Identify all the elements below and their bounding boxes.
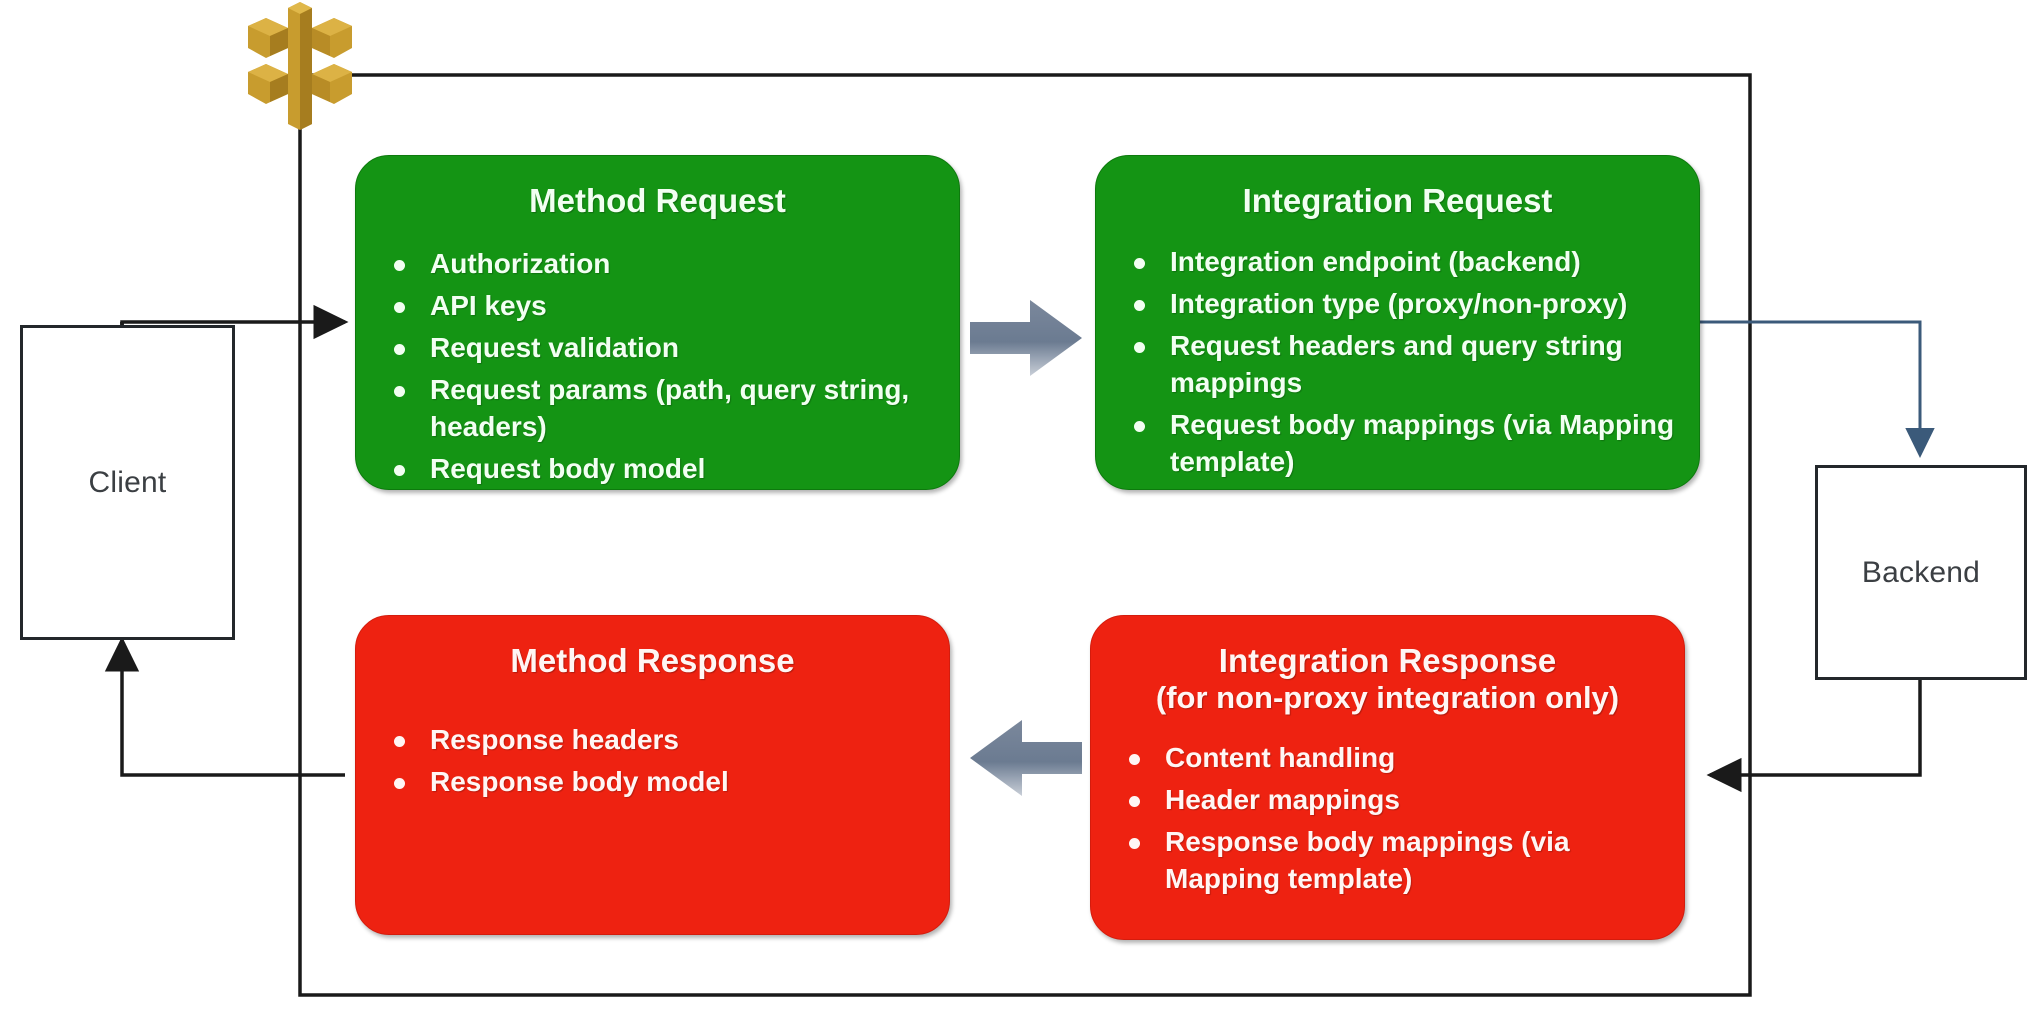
backend-to-integration-response-path	[1706, 680, 1922, 793]
backend-label: Backend	[1861, 555, 1981, 589]
method-response-to-client-path	[104, 636, 345, 777]
gray-block-arrow-right	[970, 300, 1082, 376]
integration-response-subtitle: (for non-proxy integration only)	[1155, 680, 1620, 716]
method-response-card[interactable]: Method Response Response headers Respons…	[355, 615, 950, 935]
integration-request-title: Integration Request	[1242, 182, 1553, 219]
list-item: Request params (path, query string, head…	[378, 372, 937, 446]
client-box[interactable]: Client	[20, 325, 235, 640]
method-response-list: Response headers Response body model	[378, 722, 927, 801]
list-item: Content handling	[1113, 740, 1662, 777]
integration-request-list: Integration endpoint (backend) Integrati…	[1118, 244, 1677, 481]
integration-response-title: Integration Response	[1218, 642, 1557, 679]
method-request-title: Method Request	[529, 182, 786, 219]
integration-response-card[interactable]: Integration Response (for non-proxy inte…	[1090, 615, 1685, 940]
list-item: Integration endpoint (backend)	[1118, 244, 1677, 281]
integration-request-to-backend-path	[1700, 320, 1935, 458]
backend-box[interactable]: Backend	[1815, 465, 2027, 680]
list-item: Request body mappings (via Mapping templ…	[1118, 407, 1677, 481]
list-item: Request body model	[378, 451, 937, 488]
list-item: Integration type (proxy/non-proxy)	[1118, 286, 1677, 323]
gray-block-arrow-left	[970, 720, 1082, 796]
integration-request-card[interactable]: Integration Request Integration endpoint…	[1095, 155, 1700, 490]
method-request-card[interactable]: Method Request Authorization API keys Re…	[355, 155, 960, 490]
list-item: Response headers	[378, 722, 927, 759]
method-request-list: Authorization API keys Request validatio…	[378, 246, 937, 488]
integration-response-list: Content handling Header mappings Respons…	[1113, 740, 1662, 898]
client-label: Client	[88, 465, 167, 499]
list-item: Request headers and query string mapping…	[1118, 328, 1677, 402]
list-item: Response body model	[378, 764, 927, 801]
aws-api-gateway-icon	[248, 2, 352, 130]
list-item: Request validation	[378, 330, 937, 367]
list-item: API keys	[378, 288, 937, 325]
method-response-title: Method Response	[510, 642, 795, 679]
list-item: Header mappings	[1113, 782, 1662, 819]
list-item: Response body mappings (via Mapping temp…	[1113, 824, 1662, 898]
list-item: Authorization	[378, 246, 937, 283]
